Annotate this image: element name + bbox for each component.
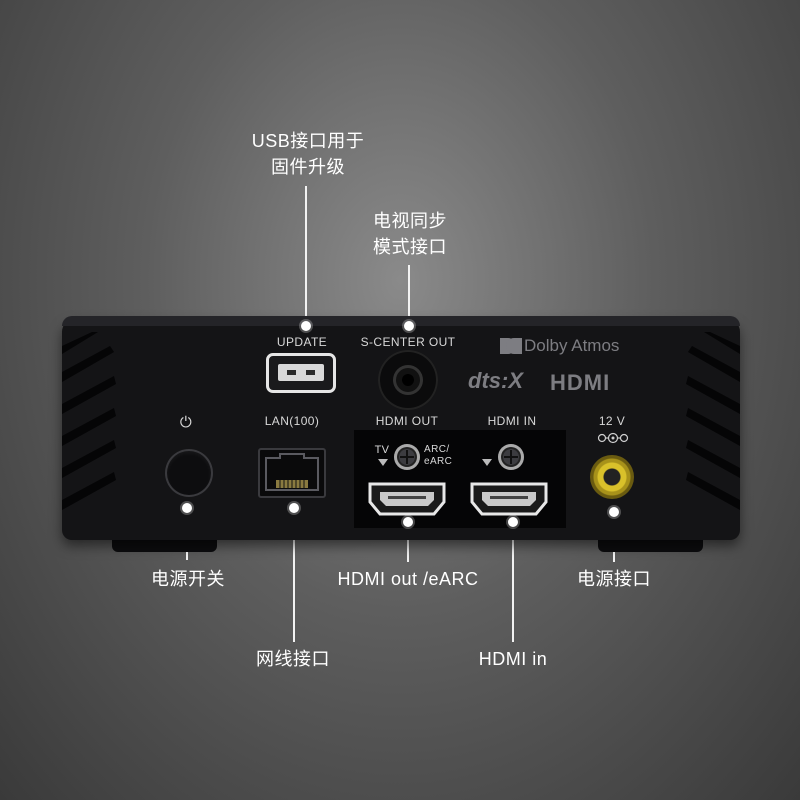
- s-center-jack-ring: [393, 365, 423, 395]
- arc-label: ARC/: [424, 444, 450, 455]
- lan-label: LAN(100): [264, 414, 320, 428]
- usb-update-port[interactable]: [266, 353, 336, 393]
- vent-grille-left: [62, 332, 116, 510]
- power-jack-callout-dot: [609, 507, 619, 517]
- power-switch-callout-dot: [182, 503, 192, 513]
- s-center-out-label: S-CENTER OUT: [360, 335, 456, 349]
- lan-callout-dot: [289, 503, 299, 513]
- dolby-icon: [500, 338, 522, 354]
- hdmi-out-label: HDMI OUT: [375, 414, 439, 428]
- device-foot-left: [112, 538, 217, 552]
- hdmi-port-panel: TV ARC/ eARC: [354, 430, 566, 528]
- device-foot-right: [598, 538, 703, 552]
- power-switch-callout: 电源开关: [151, 569, 225, 589]
- dc-power-jack[interactable]: [590, 455, 634, 499]
- hdmi-out-callout-dot: [403, 517, 413, 527]
- lan-port-socket: [265, 453, 319, 491]
- sync-callout: 电视同步 模式接口: [340, 208, 480, 260]
- s-center-jack-hole: [402, 374, 414, 386]
- usb-callout-line1: USB接口用于: [251, 131, 365, 151]
- voltage-label: 12 V: [598, 414, 626, 428]
- earc-label: eARC: [424, 456, 453, 467]
- hdmi-out-port[interactable]: [366, 478, 448, 518]
- hdmi-in-port[interactable]: [468, 478, 550, 518]
- tv-label: TV: [374, 444, 390, 456]
- power-button[interactable]: [167, 451, 211, 495]
- hdmi-out-screw-icon: [394, 444, 420, 470]
- power-icon: ⏻: [179, 414, 193, 431]
- device-top-edge: [62, 316, 740, 326]
- lan-callout: 网线接口: [256, 649, 330, 669]
- power-jack-callout: 电源接口: [577, 569, 651, 589]
- hdmi-in-screw-icon: [498, 444, 524, 470]
- dts-x-logo: dts:X: [468, 368, 523, 393]
- hdmi-out-marker-triangle: [378, 459, 388, 466]
- lan-port[interactable]: [258, 448, 326, 498]
- hdmi-in-marker-triangle: [482, 459, 492, 466]
- s-center-out-jack[interactable]: [378, 350, 438, 410]
- hdmi-logo: HDMI: [550, 370, 611, 395]
- hdmi-in-callout: HDMI in: [478, 649, 548, 669]
- sync-callout-line2: 模式接口: [373, 237, 447, 257]
- polarity-icon: [597, 432, 629, 444]
- usb-leader-line: [305, 186, 307, 325]
- usb-port-contacts: [278, 364, 324, 381]
- usb-callout: USB接口用于 固件升级: [238, 128, 378, 180]
- sync-callout-dot: [404, 321, 414, 331]
- sync-callout-line1: 电视同步: [373, 211, 447, 231]
- hdmi-in-label: HDMI IN: [487, 414, 537, 428]
- soundbar-hub-rear-panel: UPDATE S-CENTER OUT Dolby Atmos dts:X HD…: [62, 318, 740, 540]
- usb-callout-line2: 固件升级: [271, 157, 345, 177]
- vent-grille-right: [686, 332, 740, 510]
- usb-callout-dot: [301, 321, 311, 331]
- sync-leader-line: [408, 265, 410, 325]
- lan-leader-line: [293, 508, 295, 642]
- update-label: UPDATE: [276, 335, 328, 349]
- dolby-atmos-logo: Dolby Atmos: [524, 336, 620, 355]
- hdmi-out-callout: HDMI out /eARC: [337, 569, 479, 589]
- hdmi-in-callout-dot: [508, 517, 518, 527]
- hdmi-in-leader-line: [512, 522, 514, 642]
- hdmi-out-leader-line: [407, 522, 409, 562]
